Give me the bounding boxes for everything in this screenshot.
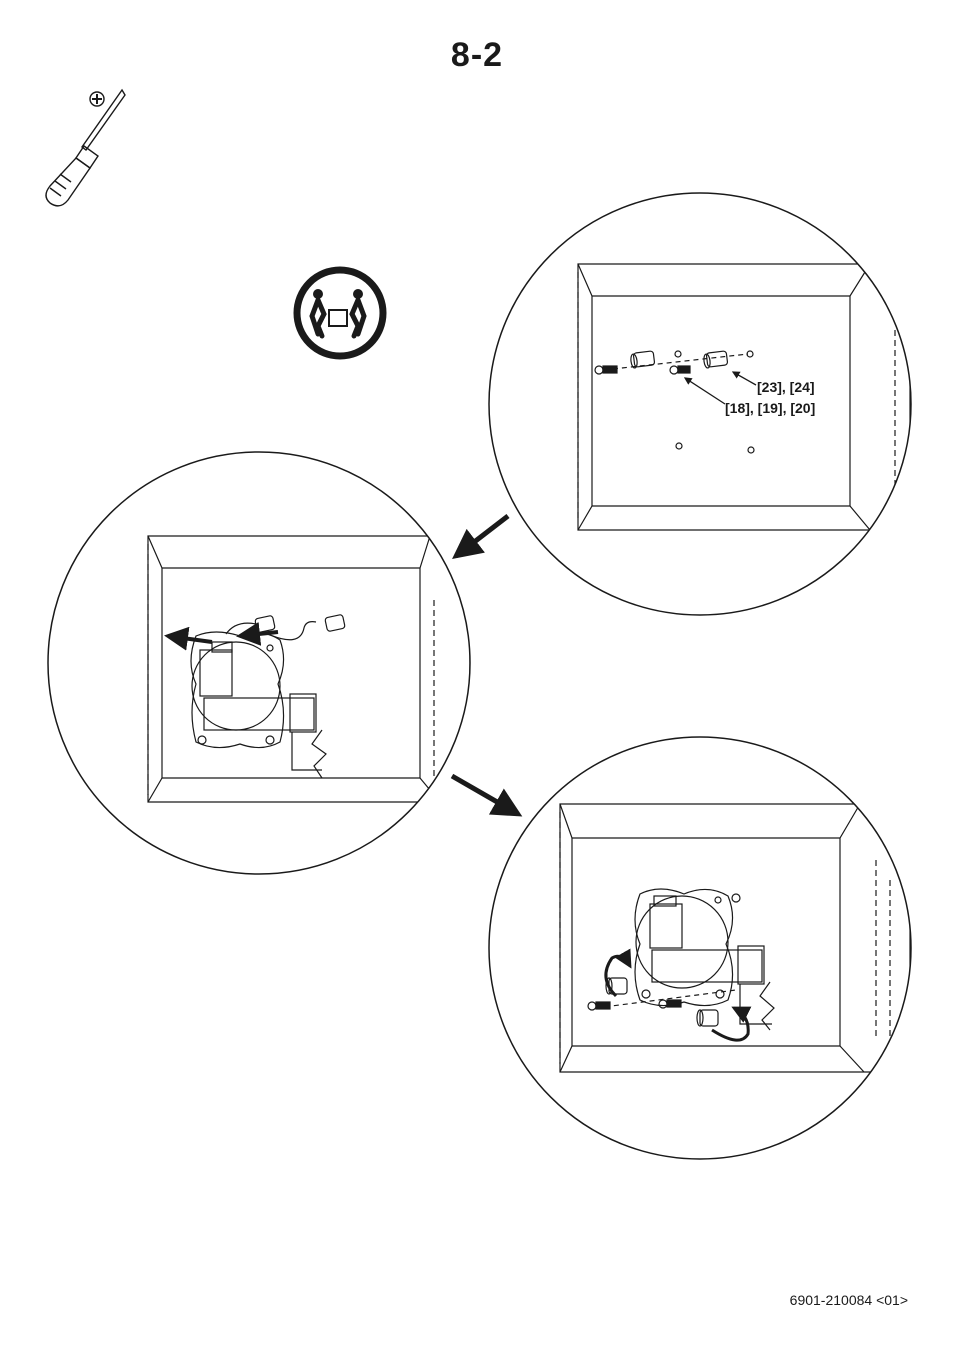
callout-screws: [18], [19], [20] bbox=[725, 400, 815, 416]
detail-left bbox=[48, 452, 470, 874]
document-code: 6901-210084 <01> bbox=[790, 1292, 908, 1308]
arrow-to-bottom-detail bbox=[452, 776, 518, 814]
callout-spacers: [23], [24] bbox=[757, 379, 815, 395]
arrow-to-left-detail bbox=[456, 516, 508, 556]
phillips-screwdriver-icon bbox=[46, 90, 125, 206]
detail-bottom bbox=[489, 737, 911, 1159]
detail-top: [23], [24] [18], [19], [20] bbox=[489, 193, 911, 615]
two-person-lift-icon bbox=[297, 270, 383, 356]
